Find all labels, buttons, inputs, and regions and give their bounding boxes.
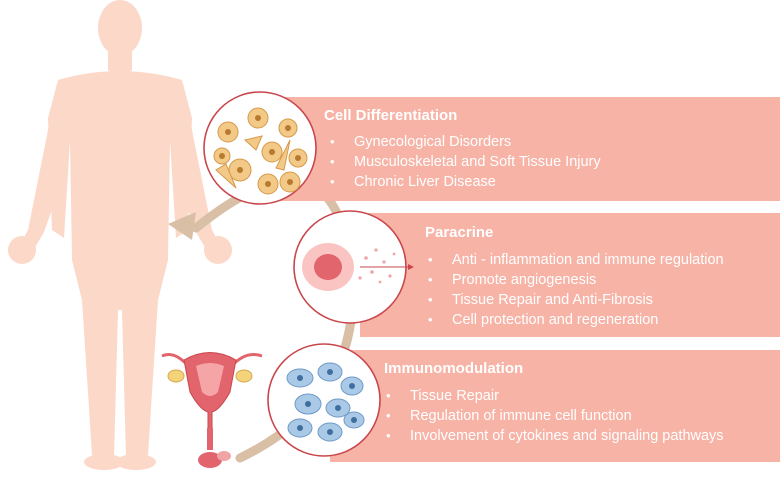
list-item: Tissue Repair (384, 386, 724, 406)
list-item: Chronic Liver Disease (328, 172, 601, 192)
paracrine-cell-circle (293, 210, 414, 324)
bullet-list-cell-differentiation: Gynecological Disorders Musculoskeletal … (328, 132, 601, 192)
list-item: Regulation of immune cell function (384, 406, 724, 426)
list-item: Involvement of cytokines and signaling p… (384, 426, 724, 446)
bullet-list-immunomodulation: Tissue Repair Regulation of immune cell … (384, 386, 724, 446)
human-body-figure (8, 0, 232, 470)
arc-arrowhead (168, 212, 196, 240)
fibroblast-cells-circle (203, 91, 317, 205)
list-item: Promote angiogenesis (426, 270, 724, 290)
panel-title-cell-differentiation: Cell Differentiation (324, 107, 458, 124)
list-item: Cell protection and regeneration (426, 310, 724, 330)
list-item: Tissue Repair and Anti-Fibrosis (426, 290, 724, 310)
list-item: Anti - inflammation and immune regulatio… (426, 250, 724, 270)
panel-title-paracrine: Paracrine (425, 224, 494, 241)
panel-title-immunomodulation: Immunomodulation (384, 360, 524, 377)
list-item: Gynecological Disorders (328, 132, 601, 152)
immune-cells-circle (267, 343, 381, 457)
bullet-list-paracrine: Anti - inflammation and immune regulatio… (426, 250, 724, 330)
uterus-icon (161, 352, 263, 468)
list-item: Musculoskeletal and Soft Tissue Injury (328, 152, 601, 172)
